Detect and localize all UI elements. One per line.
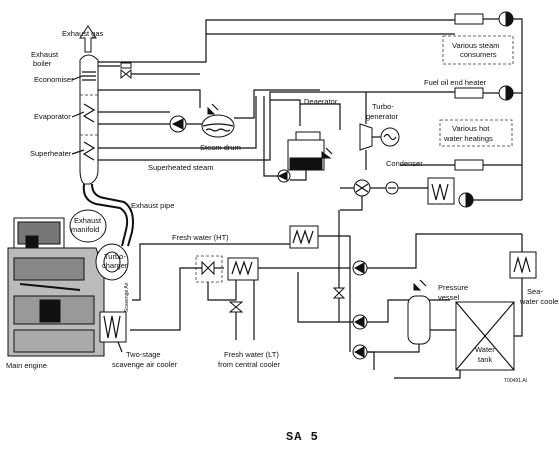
figure-caption: SA 5 [286,430,319,444]
economiser-coil [82,71,96,81]
economiser-label: Economiser [34,75,74,84]
exhaust-boiler-label-2: boiler [33,59,52,68]
two-stage-label-2: scavenge air cooler [112,360,178,369]
main-engine-label: Main engine [6,361,47,370]
feedwater-line-top [98,19,455,63]
three-way-valve-icon [201,260,224,276]
fresh-water-ht-label: Fresh water (HT) [172,233,229,242]
hot-water-exchanger [427,177,455,205]
various-steam-label-2: consumers [460,50,497,59]
exhaust-boiler-label-1: Exhaust [31,50,59,59]
various-hot-label-1: Various hot [452,124,490,133]
turbocharger [95,243,129,281]
hw-pump-3-icon [352,344,368,360]
exhaust-boiler [79,25,99,185]
circulation-pump-icon [169,115,187,133]
water-tank-label-1: Water [475,345,495,354]
condenser [353,179,399,197]
exhaust-manifold-label-1: Exhaust [74,216,102,225]
scavenge-air-cooler [99,311,127,343]
pressure-vessel-label-1: Pressure [438,283,468,292]
exhaust-manifold-label-2: manifold [71,225,99,234]
main-engine [7,209,107,357]
economiser-to-drum-line [98,89,201,108]
evaporator-coil [82,103,96,123]
condenser-label: Condenser [386,159,423,168]
pressure-vessel-label-2: vessel [438,293,460,302]
superheated-steam-label: Superheated steam [148,163,213,172]
superheater-label: Superheater [30,149,72,158]
evaporator-label: Evaporator [34,112,71,121]
fuel-oil-heater-label: Fuel oil end heater [424,78,487,87]
steam-consumers-box [442,35,514,65]
steam-drum [201,114,235,138]
hw-pump-2-icon [352,314,368,330]
turbocharger-label-1: Turbo- [104,252,126,261]
fuel-oil-trap-icon [498,85,514,101]
two-stage-label-1: Two-stage [126,350,161,359]
ht-heat-exchanger [289,225,319,249]
various-hot-label-2: water heatings [443,134,493,143]
fresh-water-lt-label-1: Fresh water (LT) [224,350,279,359]
feed-pump-icon [277,169,291,183]
exhaust-pipe-label: Exhaust pipe [131,201,174,210]
turbogenerator [359,123,400,151]
turbocharger-label-2: charger [102,261,128,270]
bypass-valve-icon [332,287,346,299]
scavenge-air-label: Scavenge Air [124,282,130,312]
sea-water-cooler [509,251,537,279]
exhaust-gas-label: Exhaust gas [62,29,104,38]
pressure-vessel [407,295,431,345]
hot-water-heatings-box [439,119,513,147]
exchanger-trap-icon [458,192,474,208]
exhaust-gas-arrow [79,25,97,53]
superheater-coil [82,141,96,161]
exhaust-pipe [82,183,129,247]
deaerator-valve-icon [321,147,333,159]
fresh-water-lt-label-2: from central cooler [218,360,281,369]
water-tank [455,301,515,371]
hw-pump-1-icon [352,260,368,276]
lt-valve-icon [228,301,244,313]
superheated-steam-line [98,91,455,161]
control-valve-icon [120,62,132,80]
drum-safety-valve-icon [207,103,219,115]
sea-water-label-1: Sea- [527,287,543,296]
turbogenerator-label-1: Turbo- [372,102,394,111]
figure-code: T00491.AI [504,378,527,384]
water-tank-label-2: tank [478,355,492,364]
lt-heat-exchanger [227,257,259,281]
fuel-oil-heater [454,87,484,99]
turbogenerator-label-2: generator [366,112,399,121]
deaerator [287,131,325,171]
deaerator-label: Deaerator [304,97,338,106]
fresh-water-ht-line [132,243,290,301]
various-steam-label-1: Various steam [452,41,499,50]
hot-water-heater [454,159,484,171]
pressure-valve-icon [413,279,427,291]
sea-water-label-2: water cooler [519,297,559,306]
steam-trap-icon [498,11,514,27]
steam-consumer-heater [454,13,484,25]
